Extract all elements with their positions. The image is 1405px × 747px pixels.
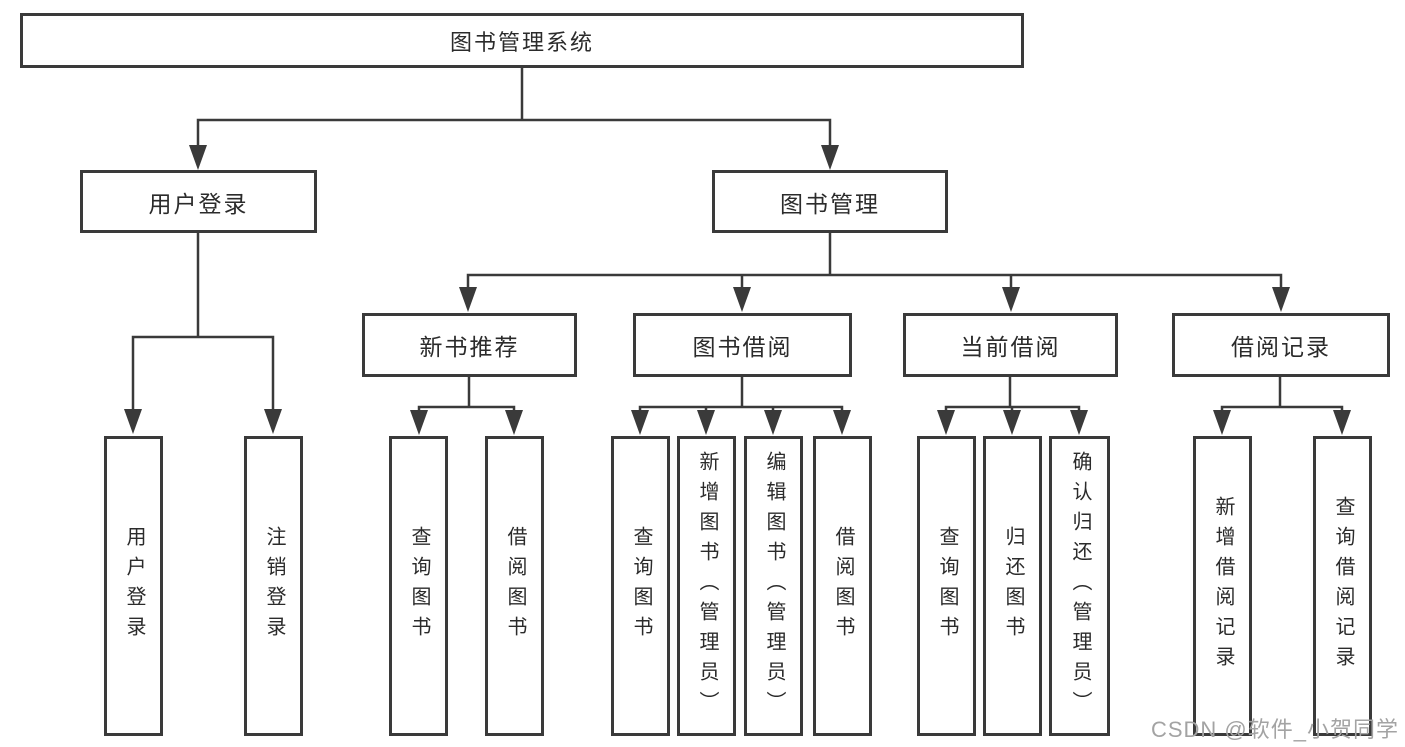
leaf-label: 新增图书（管理员）	[696, 451, 718, 721]
leaf-label: 查询图书	[630, 526, 652, 646]
node-book-borrowing: 图书借阅	[633, 313, 852, 377]
node-borrowing-records: 借阅记录	[1172, 313, 1390, 377]
leaf-query-books-recommend: 查询图书	[389, 436, 448, 736]
leaf-label: 查询图书	[936, 526, 958, 646]
leaf-query-books-current: 查询图书	[917, 436, 976, 736]
leaf-label: 查询图书	[408, 526, 430, 646]
node-current-borrowing: 当前借阅	[903, 313, 1118, 377]
leaf-query-borrow-record: 查询借阅记录	[1313, 436, 1372, 736]
leaf-borrow-books-recommend: 借阅图书	[485, 436, 544, 736]
leaf-add-book-admin: 新增图书（管理员）	[677, 436, 736, 736]
leaf-label: 新增借阅记录	[1212, 496, 1234, 676]
leaf-label: 确认归还（管理员）	[1069, 451, 1091, 721]
node-book-management: 图书管理	[712, 170, 948, 233]
leaf-borrow-books: 借阅图书	[813, 436, 872, 736]
node-root: 图书管理系统	[20, 13, 1024, 68]
node-user-login: 用户登录	[80, 170, 317, 233]
leaf-edit-book-admin: 编辑图书（管理员）	[744, 436, 803, 736]
leaf-label: 编辑图书（管理员）	[763, 451, 785, 721]
node-new-book-recommend: 新书推荐	[362, 313, 577, 377]
leaf-label: 用户登录	[123, 526, 145, 646]
csdn-watermark: CSDN @软件_小贺同学	[1150, 717, 1399, 742]
leaf-label: 借阅图书	[832, 526, 854, 646]
leaf-query-books-borrow: 查询图书	[611, 436, 670, 736]
leaf-user-login: 用户登录	[104, 436, 163, 736]
leaf-return-books: 归还图书	[983, 436, 1042, 736]
leaf-logout: 注销登录	[244, 436, 303, 736]
arrowhead-icons	[124, 145, 1351, 435]
leaf-label: 归还图书	[1002, 526, 1024, 646]
leaf-label: 注销登录	[263, 526, 285, 646]
leaf-confirm-return-admin: 确认归还（管理员）	[1049, 436, 1110, 736]
leaf-add-borrow-record: 新增借阅记录	[1193, 436, 1252, 736]
leaf-label: 借阅图书	[504, 526, 526, 646]
leaf-label: 查询借阅记录	[1332, 496, 1354, 676]
